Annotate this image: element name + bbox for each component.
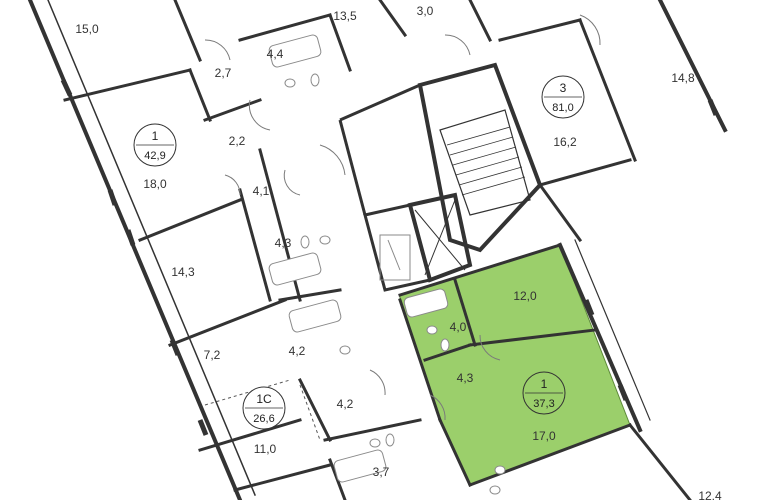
- door-swings: [204, 14, 601, 421]
- room-area: 12,4: [698, 489, 722, 500]
- stair-core: [338, 62, 543, 292]
- room-labels: 15,0 13,5 3,0 4,4 2,7 14,8 2,2 18,0 16,2…: [75, 4, 722, 500]
- room-area: 3,0: [417, 4, 434, 18]
- room-area: 3,7: [373, 465, 390, 479]
- room-area: 4,3: [457, 371, 474, 385]
- room-area: 15,0: [75, 22, 99, 36]
- right-wing-walls: [498, 18, 637, 243]
- room-area: 2,2: [229, 134, 246, 148]
- room-area: 7,2: [204, 348, 221, 362]
- room-area: 4,0: [450, 320, 467, 334]
- room-area: 16,2: [553, 135, 577, 149]
- room-area: 4,3: [275, 236, 292, 250]
- apartment-rooms: 1: [541, 377, 548, 391]
- room-area: 4,2: [337, 397, 354, 411]
- room-area: 14,3: [171, 265, 195, 279]
- room-area: 13,5: [333, 9, 357, 23]
- window-marks: [60, 78, 719, 436]
- room-area: 14,8: [671, 71, 695, 85]
- room-area: 11,0: [254, 442, 277, 456]
- zone-separator: [204, 379, 291, 406]
- apartment-badge[interactable]: 3 81,0: [541, 75, 585, 119]
- room-area: 18,0: [143, 177, 167, 191]
- interior-walls: [63, 0, 493, 500]
- apartment-badge[interactable]: 1 42,9: [133, 123, 177, 167]
- apartment-walls: [398, 243, 632, 487]
- highlighted-apartment[interactable]: [399, 244, 631, 486]
- zone-separator-2: [299, 384, 321, 441]
- room-area: 4,2: [289, 344, 306, 358]
- apartment-area: 42,9: [144, 150, 165, 162]
- room-area: 4,4: [267, 47, 284, 61]
- apartment-area: 37,3: [533, 398, 554, 410]
- apartment-rooms: 1С: [256, 392, 272, 406]
- apartment-rooms: 3: [560, 81, 567, 95]
- bathroom-fixtures: [268, 34, 506, 495]
- room-area: 4,1: [253, 184, 270, 198]
- room-area: 12,0: [513, 289, 537, 303]
- apartment-badge[interactable]: 1С 26,6: [242, 386, 286, 430]
- apartment-rooms: 1: [152, 129, 159, 143]
- apartment-area: 26,6: [253, 413, 274, 425]
- room-area: 17,0: [532, 429, 556, 443]
- room-area: 2,7: [215, 66, 232, 80]
- apartment-badge-highlighted[interactable]: 1 37,3: [522, 371, 566, 415]
- apartment-area: 81,0: [552, 102, 573, 114]
